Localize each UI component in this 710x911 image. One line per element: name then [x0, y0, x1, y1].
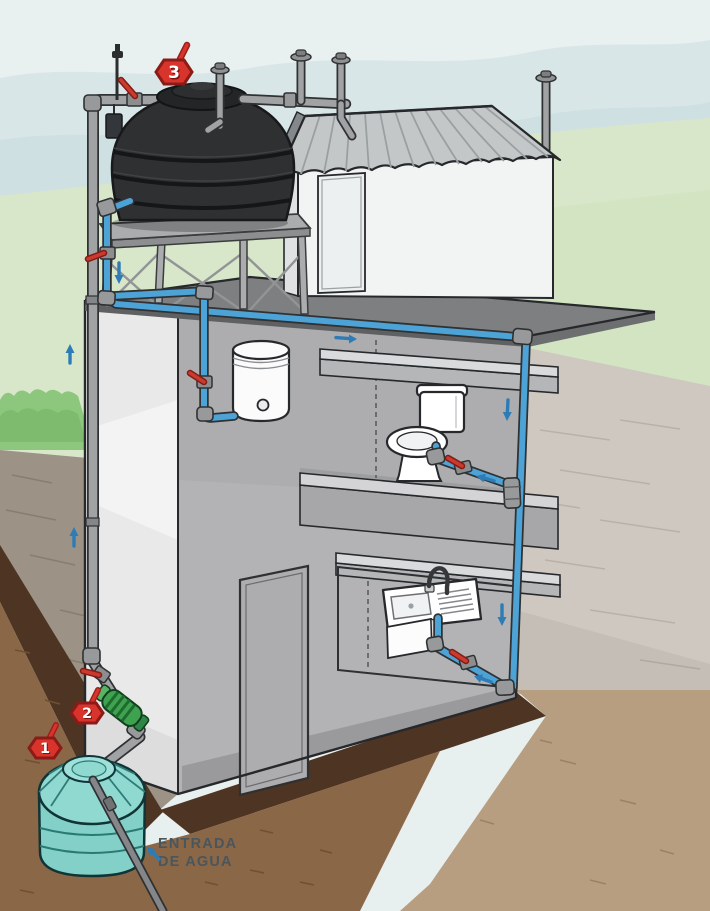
elbow-fitting	[196, 406, 214, 422]
flow-arrows	[65, 261, 512, 684]
soil-tan-speckles	[479, 739, 675, 885]
ground-floor-door	[238, 564, 310, 797]
shutoff-valve-top	[117, 76, 143, 107]
badge-3: 3 3	[154, 41, 194, 86]
badge-1: 1 1	[27, 722, 63, 760]
toilet-seat	[396, 431, 438, 451]
corrugation-lines	[300, 105, 549, 175]
badge-3-shadow: 3	[169, 64, 181, 84]
pump-ribs	[104, 691, 136, 722]
roof-surface	[85, 277, 655, 336]
elbow-fitting	[425, 635, 445, 653]
control-box	[105, 113, 123, 139]
inlet-label-line1: ENTRADA	[158, 836, 237, 852]
flow-arrow-left-sink	[474, 674, 493, 684]
deck	[514, 348, 710, 694]
roof-fascia-right	[528, 312, 655, 347]
bushes-dark	[0, 408, 86, 442]
badge-1-number: 1	[40, 741, 50, 757]
badge-hexagon	[27, 736, 63, 760]
flow-arrow-down-tank	[114, 261, 124, 284]
badge-hexagon	[69, 701, 105, 725]
toilet-tank	[418, 390, 466, 434]
cistern-lid-inner	[71, 760, 107, 778]
badge-3-number: 3	[168, 63, 180, 83]
valve-tank-outlet	[84, 246, 116, 263]
vent-stack-right	[535, 70, 557, 155]
stand-braces	[103, 251, 304, 313]
badge-2-shadow: 2	[83, 707, 93, 723]
inlet-label-line2: DE AGUA	[158, 854, 233, 870]
flow-arrow-down-kitchen	[497, 603, 507, 626]
valve-pump	[79, 665, 111, 684]
union-fitting	[502, 477, 522, 509]
heater-port	[256, 398, 270, 412]
elbow-fitting	[511, 327, 534, 346]
stand-leg	[239, 235, 248, 310]
room-door	[317, 172, 366, 294]
room-door-inner	[321, 176, 362, 290]
water-inlet-pipe	[88, 775, 168, 911]
tank-ribs	[112, 150, 294, 210]
flow-arrow-down-right	[502, 398, 512, 421]
mid-floor-slab	[299, 472, 559, 550]
flow-arrow-up-2	[69, 527, 79, 548]
ground-path	[0, 450, 178, 820]
ridge-line	[304, 104, 493, 118]
elbow-fitting	[97, 289, 116, 307]
badge-2: 2 2	[69, 687, 105, 725]
vent-cap-dome	[295, 49, 307, 57]
vent-pipes	[203, 49, 357, 141]
tank-lid-knob	[190, 82, 214, 90]
earth-dark-base	[160, 692, 546, 834]
elbow-fitting	[425, 447, 446, 466]
deck-shadow	[516, 610, 710, 694]
flow-arrow-left-toilet	[476, 473, 496, 483]
float-sensor	[112, 44, 123, 100]
pipe-fittings	[83, 94, 534, 697]
pipe-coupling	[283, 92, 297, 108]
badges: 3 3 2 2 1 1	[27, 41, 194, 760]
vent-cap-dome	[335, 52, 347, 60]
left-wall	[85, 300, 178, 794]
soil-tan	[400, 690, 710, 911]
valve-heater	[186, 369, 213, 389]
heater-rims	[232, 357, 290, 370]
valve-toilet	[444, 454, 473, 476]
badge-2-number: 2	[82, 706, 92, 722]
badge-1-shadow: 1	[41, 742, 51, 758]
bathroom-shelf	[319, 348, 559, 394]
flow-arrow-right-roof	[334, 334, 357, 344]
elbow-fitting	[83, 94, 102, 112]
elbow-fitting	[495, 678, 516, 697]
sink-drain	[408, 603, 414, 609]
rooftop-water-tank	[110, 82, 296, 222]
inlet-arrow-icon	[147, 847, 161, 861]
pipe-coupling	[85, 517, 100, 527]
heater-top	[231, 339, 291, 361]
faucet	[426, 566, 450, 596]
left-wall-highlight	[85, 400, 178, 540]
water-heater	[231, 339, 291, 423]
tank-rib-highlights	[112, 147, 294, 182]
flow-arrow-up-1	[65, 344, 75, 365]
path-streaks	[5, 474, 96, 667]
booster-pump	[94, 684, 150, 732]
tee-fitting	[194, 284, 214, 301]
shutoff-valves	[84, 246, 478, 671]
water-inlet-label: ENTRADA DE AGUA	[147, 836, 237, 870]
tank-outlet-fitting	[96, 197, 118, 218]
elbow-fitting	[82, 647, 101, 665]
vent-cap-dome	[214, 62, 226, 70]
valve-sink	[448, 648, 478, 671]
badge-hexagon	[154, 58, 194, 86]
ground-assembly: ENTRADA DE AGUA	[37, 647, 237, 911]
underground-cistern	[37, 755, 147, 878]
pipe-coupling	[102, 795, 117, 812]
drainboard-grooves	[436, 588, 475, 615]
